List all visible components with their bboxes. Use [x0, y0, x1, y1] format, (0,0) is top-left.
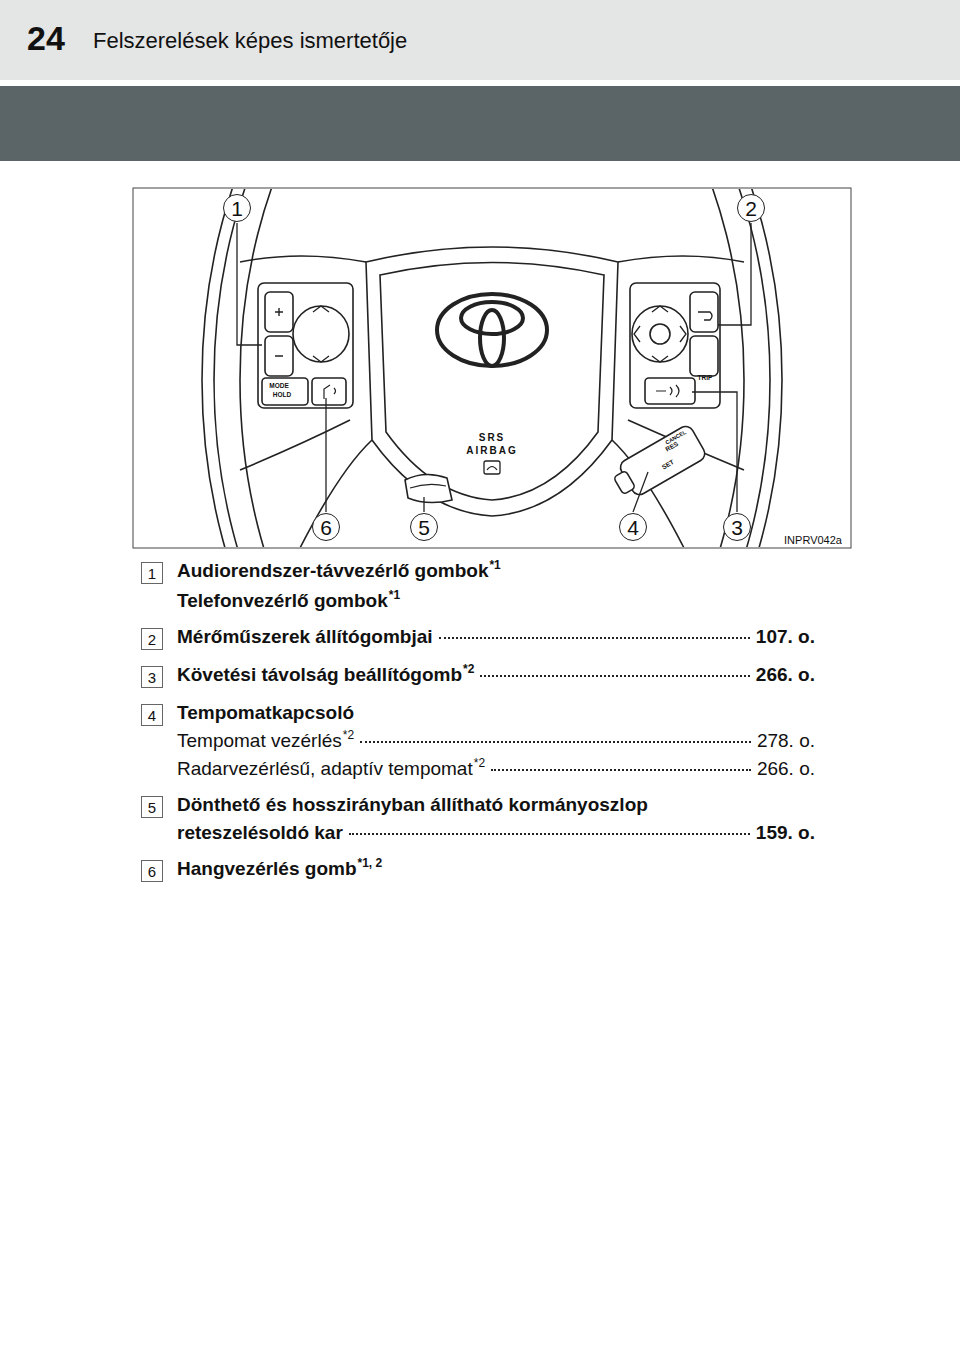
item-number-box: 5 — [141, 796, 163, 818]
airbag-marking: AIRBAG — [466, 446, 517, 456]
item-number-box: 2 — [141, 628, 163, 650]
item-text: Telefonvezérlő gombok — [177, 590, 388, 612]
item-number: 2 — [148, 632, 156, 647]
header-bar — [0, 0, 960, 80]
list-line: Hangvezérlés gomb*1, 2 — [177, 858, 382, 880]
callout-digit: 5 — [418, 517, 430, 538]
item-number: 5 — [148, 800, 156, 815]
callout-number: 2 — [737, 194, 765, 222]
item-text: Tempomatkapcsoló — [177, 702, 354, 724]
page-reference: 107. o. — [756, 626, 815, 648]
dot-leader — [439, 637, 750, 639]
callout-number: 6 — [312, 513, 340, 541]
callout-digit: 6 — [320, 517, 332, 538]
callout-number: 3 — [723, 513, 751, 541]
list-line: reteszelésoldó kar 159. o. — [177, 822, 815, 844]
footnote-mark: *2 — [474, 756, 485, 770]
dot-leader — [491, 769, 751, 771]
callout-number: 5 — [410, 513, 438, 541]
list-line: Követési távolság beállítógomb*2 266. o. — [177, 664, 815, 686]
callout-digit: 1 — [231, 198, 243, 219]
item-text: Tempomat vezérlés — [177, 730, 342, 752]
item-number-box: 6 — [141, 860, 163, 882]
page-number: 24 — [27, 21, 65, 55]
page-reference: 278. o. — [757, 730, 815, 752]
list-line: Audiorendszer-távvezérlő gombok*1 — [177, 560, 501, 582]
button-label: TRIP — [698, 375, 713, 382]
footnote-mark: *1 — [489, 558, 500, 572]
item-text: Követési távolság beállítógomb — [177, 664, 462, 686]
leader-lines — [237, 223, 751, 512]
item-number-box: 4 — [141, 704, 163, 726]
item-text: reteszelésoldó kar — [177, 822, 343, 844]
button-label: HOLD — [273, 392, 291, 399]
list-line: Telefonvezérlő gombok*1 — [177, 590, 400, 612]
item-number: 4 — [148, 708, 156, 723]
item-number: 1 — [148, 566, 156, 581]
footnote-mark: *1, 2 — [358, 856, 383, 870]
item-number: 6 — [148, 864, 156, 879]
button-label: MODE — [269, 383, 289, 390]
callout-digit: 3 — [731, 517, 743, 538]
figure-code: INPRV042a — [784, 535, 842, 546]
footnote-mark: *2 — [343, 728, 354, 742]
item-number: 3 — [148, 670, 156, 685]
dot-leader — [360, 741, 751, 743]
item-text: Dönthető és hosszirányban állítható korm… — [177, 794, 648, 816]
list-line: Tempomat vezérlés*2 278. o. — [177, 730, 815, 752]
callout-number: 1 — [223, 194, 251, 222]
item-text: Audiorendszer-távvezérlő gombok — [177, 560, 488, 582]
list-line: Radarvezérlésű, adaptív tempomat*2 266. o… — [177, 758, 815, 780]
stalk-label: SET — [661, 459, 675, 471]
list-line: Tempomatkapcsoló — [177, 702, 354, 724]
page-reference: 266. o. — [757, 758, 815, 780]
page-reference: 159. o. — [756, 822, 815, 844]
item-text: Mérőműszerek állítógombjai — [177, 626, 433, 648]
item-text: Hangvezérlés gomb — [177, 858, 357, 880]
callout-digit: 4 — [627, 517, 639, 538]
airbag-marking: SRS — [479, 433, 506, 443]
list-line: Dönthető és hosszirányban állítható korm… — [177, 794, 648, 816]
dot-leader — [349, 833, 750, 835]
dot-leader — [480, 675, 749, 677]
list-line: Mérőműszerek állítógombjai 107. o. — [177, 626, 815, 648]
footnote-mark: *1 — [389, 588, 400, 602]
wheel-drawing — [202, 189, 782, 547]
header-band — [0, 86, 960, 161]
page-title: Felszerelések képes ismertetője — [93, 28, 407, 54]
item-number-box: 3 — [141, 666, 163, 688]
item-number-box: 1 — [141, 562, 163, 584]
page-reference: 266. o. — [756, 664, 815, 686]
callout-digit: 2 — [745, 198, 757, 219]
callout-number: 4 — [619, 513, 647, 541]
item-text: Radarvezérlésű, adaptív tempomat — [177, 758, 473, 780]
footnote-mark: *2 — [463, 662, 474, 676]
